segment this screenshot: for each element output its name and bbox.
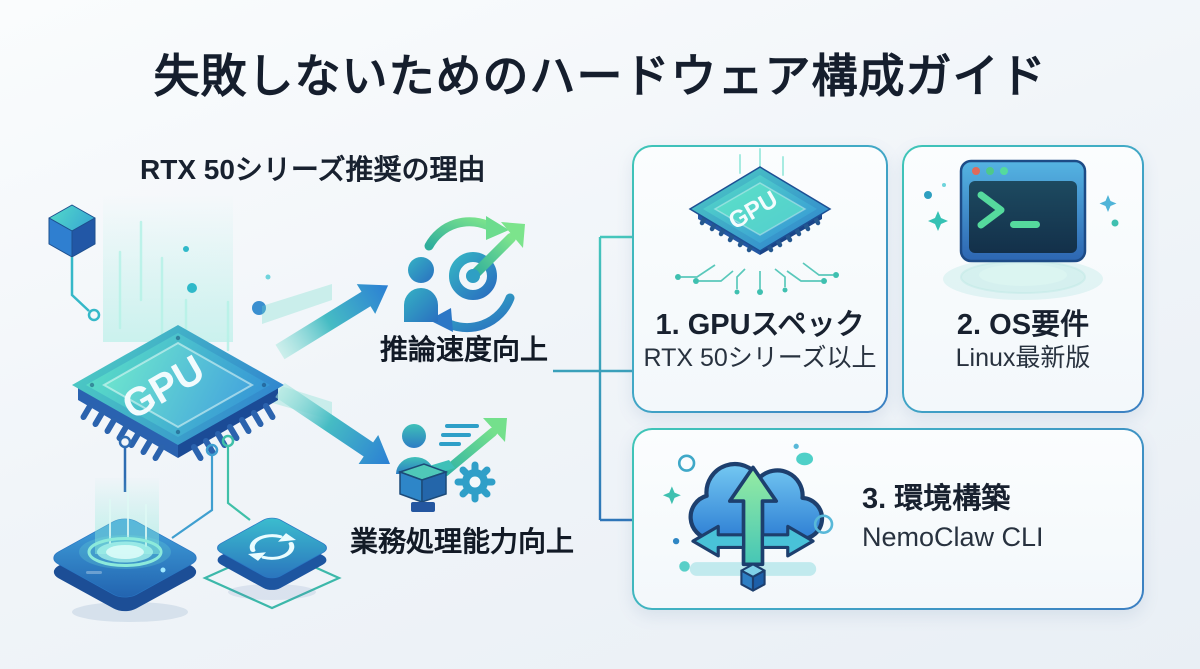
card-2-subtitle: Linux最新版 [955,344,1091,373]
card-3-subtitle: NemoClaw CLI [862,522,1044,553]
chip-label: GPU [115,347,212,428]
card-os-requirement: 2. OS要件 Linux最新版 [902,145,1144,413]
sync-icon [248,533,296,561]
sparkle-icons [924,183,1119,231]
benefit-1-label: 推論速度向上 [379,334,549,365]
card-2-title: 2. OS要件 [956,309,1090,341]
card-1-subtitle: RTX 50シリーズ以上 [643,344,877,373]
card-1-title: 1. GPUスペック [655,309,865,341]
prompt-chevron-icon [977,191,1005,229]
up-right-arrow-icon [275,284,389,360]
cube-icon [48,204,96,258]
workload-gear-icon [396,418,507,512]
benefit-2-label: 業務処理能力向上 [349,526,575,557]
light-beam [103,196,233,342]
cloud-transfer-icon [662,443,834,592]
gpu-chip-hero: GPU [72,325,284,461]
terminal-icon [924,159,1119,300]
cube-icon [740,563,766,592]
card-3-title: 3. 環境構築 [862,482,1011,515]
card-environment-setup: 3. 環境構築 NemoClaw CLI [632,428,1144,610]
gear-icon [454,461,496,503]
speed-sync-target-icon [404,216,525,333]
page-title: 失敗しないためのハードウェア構成ガイド [153,50,1047,102]
reasons-heading: RTX 50シリーズ推奨の理由 [140,154,486,185]
card-gpu-spec: GPU 1. GPUスペック RTX 50シリーズ以上 [632,145,888,413]
connector-lines [553,235,634,522]
down-right-arrow-icon [275,382,390,464]
prompt-cursor-icon [1010,221,1040,228]
gpu-chip-icon: GPU [675,148,839,295]
